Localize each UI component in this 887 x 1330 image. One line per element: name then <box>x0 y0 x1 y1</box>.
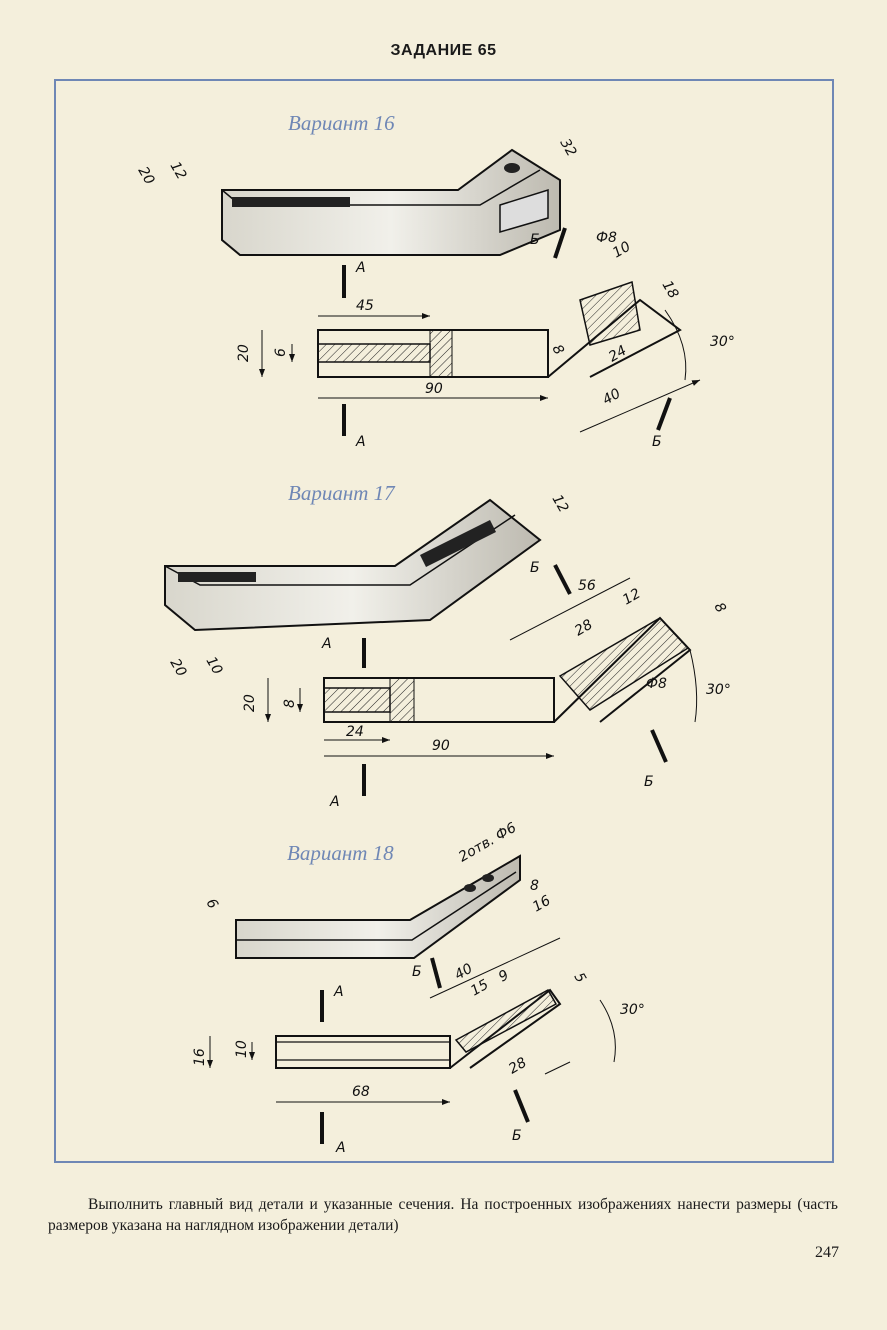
variant-18-isometric <box>235 854 521 959</box>
dim-label: 24 <box>346 724 364 740</box>
section-label: Б <box>412 964 422 980</box>
dim-label: 56 <box>578 578 596 594</box>
dim-label: 16 <box>530 893 554 916</box>
variant-18-dimensions: 2отв. Ф6 6 8 16 40 15 9 5 30° 16 10 28 6… <box>192 820 645 1156</box>
dim-label: 20 <box>135 164 158 188</box>
section-label: Б <box>512 1128 522 1144</box>
dim-label: 45 <box>356 298 374 314</box>
section-label: А <box>335 1140 346 1156</box>
dim-label: 28 <box>572 617 596 640</box>
dim-label: 40 <box>600 386 624 409</box>
page-title: ЗАДАНИЕ 65 <box>390 42 497 59</box>
dim-label: 16 <box>192 1048 208 1066</box>
dim-label: 40 <box>452 961 476 984</box>
section-label: Б <box>652 434 662 450</box>
drawing-frame <box>54 79 834 1163</box>
dim-label: 8 <box>530 878 539 894</box>
dim-label: 8 <box>711 600 729 616</box>
dim-label: 2отв. Ф6 <box>456 820 519 866</box>
variant-18-main-view <box>207 937 616 1144</box>
dim-label: 5 <box>571 970 589 986</box>
dim-label: 12 <box>167 159 190 183</box>
variant-17-main-view <box>265 564 698 796</box>
dim-label: 8 <box>282 699 298 708</box>
section-label: А <box>355 260 366 276</box>
variant-18-title: Вариант 18 <box>287 841 394 865</box>
section-label: А <box>333 984 344 1000</box>
dim-label: 10 <box>234 1040 250 1058</box>
variant-16-isometric <box>221 148 561 256</box>
dim-label: 24 <box>606 343 629 366</box>
dim-label: 20 <box>242 694 258 712</box>
section-label: Б <box>530 232 540 248</box>
dim-label: Ф8 <box>646 676 667 692</box>
dim-label: 32 <box>557 136 580 160</box>
dim-label: Ф8 <box>596 230 617 246</box>
variant-16-dimensions: 32 20 12 Ф8 10 18 45 20 6 8 24 90 40 30°… <box>135 136 735 450</box>
section-label: Б <box>644 774 654 790</box>
dim-label: 6 <box>273 348 289 357</box>
section-label: Б <box>530 560 540 576</box>
dim-label: 15 <box>468 977 492 1000</box>
dim-label: 10 <box>610 239 634 262</box>
dim-label: 12 <box>549 492 572 516</box>
dim-label: 18 <box>659 278 682 302</box>
task-caption: Выполнить главный вид детали и указанные… <box>48 1196 838 1234</box>
dim-label: 68 <box>352 1084 370 1100</box>
variant-17-isometric <box>164 498 542 632</box>
section-label: А <box>329 794 340 810</box>
dim-label: 10 <box>203 654 226 678</box>
dim-label: 30° <box>620 1002 645 1018</box>
section-label: А <box>321 636 332 652</box>
dim-label: 6 <box>203 896 221 912</box>
dim-label: 8 <box>549 342 567 358</box>
dim-label: 90 <box>425 381 443 397</box>
variant-17-title: Вариант 17 <box>288 481 395 505</box>
section-label: А <box>355 434 366 450</box>
dim-label: 30° <box>710 334 735 350</box>
variant-16-main-view <box>259 227 701 436</box>
dim-label: 90 <box>432 738 450 754</box>
dim-label: 20 <box>236 344 252 362</box>
dim-label: 20 <box>167 656 190 680</box>
dim-label: 9 <box>496 967 512 985</box>
page-number: 247 <box>815 1244 839 1261</box>
dim-label: 30° <box>706 682 731 698</box>
variant-16-title: Вариант 16 <box>288 111 395 135</box>
dim-label: 12 <box>620 586 644 609</box>
dim-label: 28 <box>506 1055 530 1078</box>
